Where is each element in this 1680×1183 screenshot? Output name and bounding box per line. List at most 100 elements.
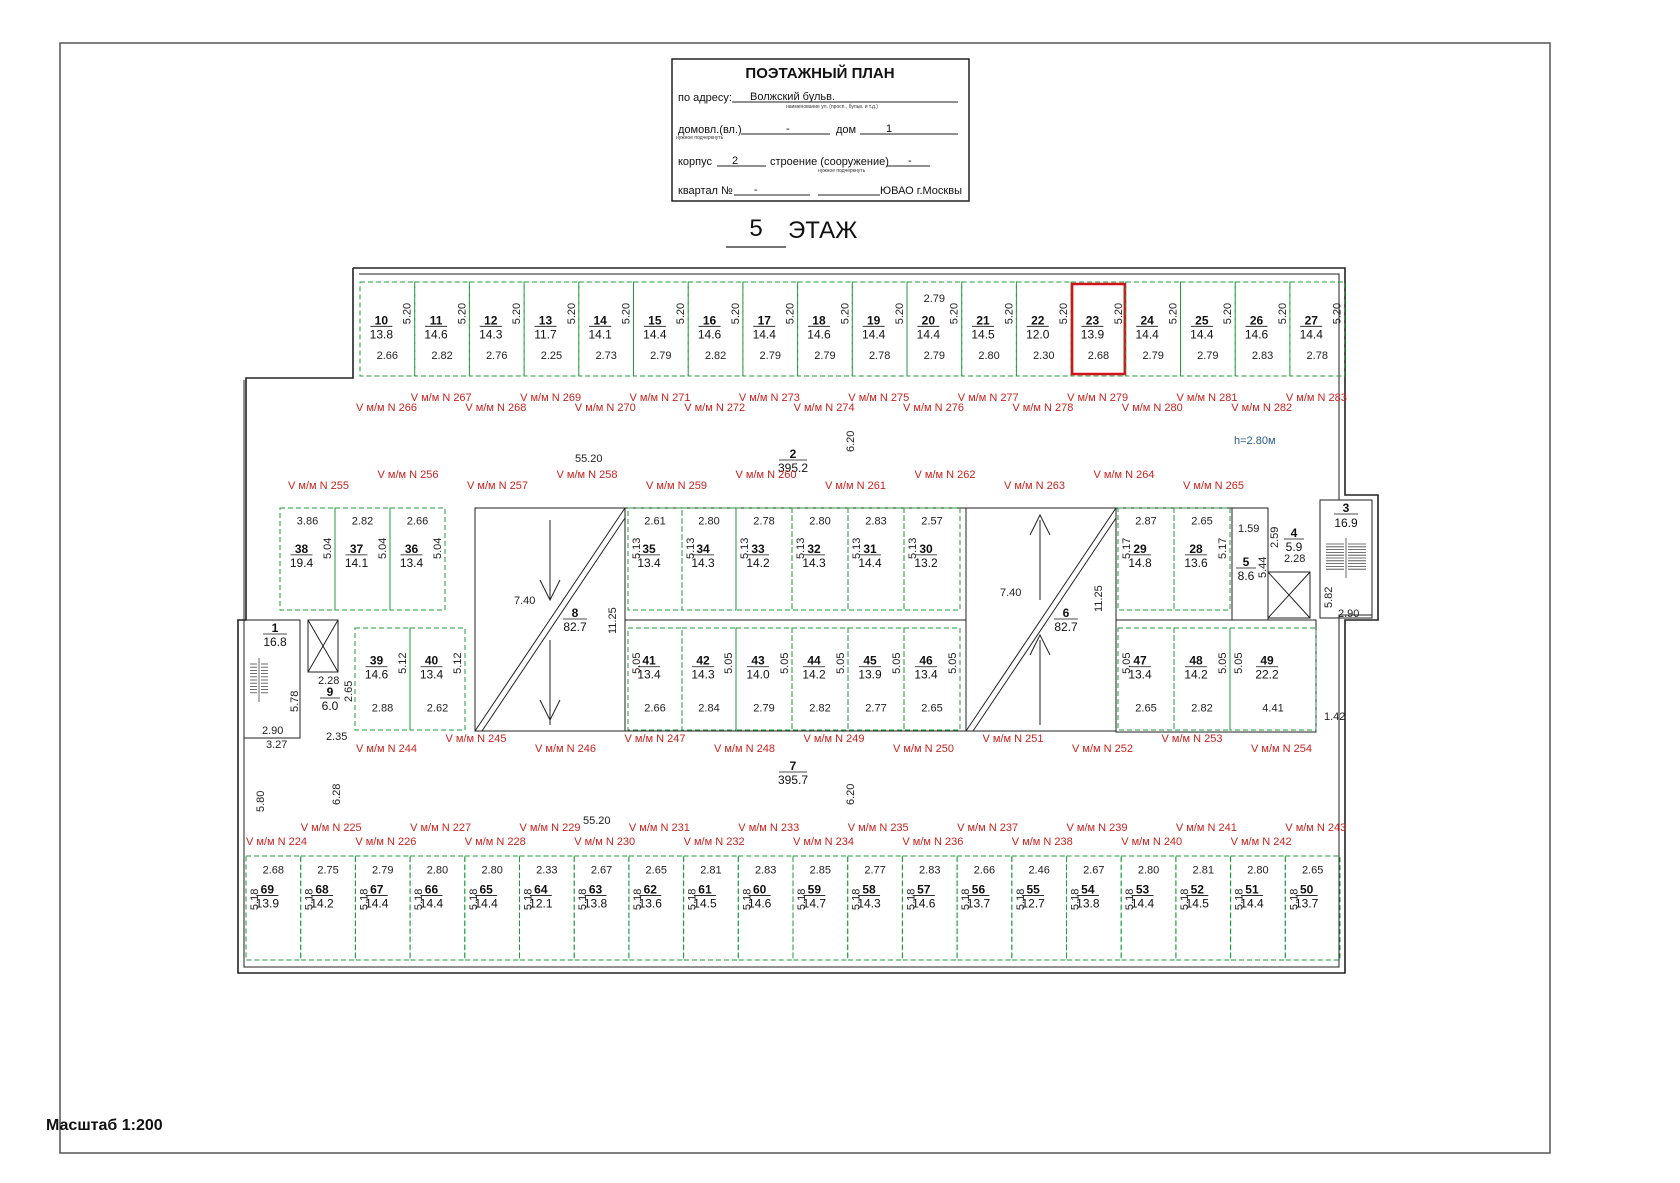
space-area: 13.6: [639, 896, 663, 910]
space-depth: 5.18: [358, 889, 370, 910]
stair-right: [1319, 499, 1373, 619]
space-width: 2.82: [1191, 703, 1212, 715]
space-depth: 5.18: [960, 889, 972, 910]
parking-label: V м/м N 235: [848, 822, 909, 834]
space-area: 14.6: [698, 327, 722, 341]
space-area: 22.2: [1255, 668, 1279, 682]
space-number: 55: [1026, 882, 1040, 896]
room-9-number: 9: [327, 685, 334, 699]
drive-upper: 55.20 2 395.2 6.20 h=2.80м: [575, 431, 1276, 475]
space-depth: 5.18: [1288, 889, 1300, 910]
space-width: 2.88: [372, 703, 393, 715]
parking-label: V м/м N 260: [736, 469, 797, 481]
space-width: 2.65: [1302, 865, 1323, 877]
space-number: 48: [1189, 654, 1203, 668]
space-number: 63: [589, 882, 603, 896]
space-number: 49: [1260, 654, 1274, 668]
space-width: 2.82: [431, 350, 452, 362]
drive-lower: 7 395.7 6.20 55.20: [583, 759, 857, 827]
parking-label: V м/м N 258: [557, 469, 618, 481]
room-9-dim-door: 2.35: [326, 731, 347, 743]
parking-label: V м/м N 278: [1012, 402, 1073, 414]
space-area: 14.4: [1131, 896, 1155, 910]
space-number: 65: [479, 882, 493, 896]
space-depth: 5.18: [1070, 889, 1082, 910]
space-depth: 5.20: [785, 303, 797, 324]
space-width: 2.62: [427, 703, 448, 715]
room-3-dim-width: 2.90: [1338, 608, 1359, 620]
space-depth: 5.20: [456, 303, 468, 324]
space-width: 2.83: [865, 515, 886, 527]
space-width: 2.65: [1135, 703, 1156, 715]
space-depth: 5.18: [304, 889, 316, 910]
space-width: 2.66: [407, 515, 428, 527]
parking-label: V м/м N 227: [410, 822, 471, 834]
parking-label: V м/м N 249: [804, 733, 865, 745]
space-number: 20: [922, 313, 936, 327]
space-area: 13.4: [1128, 668, 1152, 682]
space-width: 2.46: [1028, 865, 1049, 877]
parking-label: V м/м N 257: [467, 480, 528, 492]
elevator-right-icon: [1267, 571, 1311, 619]
space-area: 13.9: [256, 896, 280, 910]
space-width: 2.33: [536, 865, 557, 877]
space-depth: 5.20: [1113, 303, 1125, 324]
space-depth: 5.05: [1233, 652, 1245, 673]
parking-label: V м/м N 236: [902, 836, 963, 848]
room-3: 3 16.9 5.82 2.90: [1323, 501, 1359, 620]
space-area: 14.5: [693, 896, 717, 910]
space-number: 22: [1031, 313, 1045, 327]
room-5-dim-width: 1.59: [1238, 523, 1259, 535]
space-area: 13.9: [1081, 327, 1105, 341]
stamp-title: ПОЭТАЖНЫЙ ПЛАН: [745, 64, 894, 82]
space-area: 14.6: [807, 327, 831, 341]
space-depth: 5.05: [631, 652, 643, 673]
room-9-dim-width: 2.28: [318, 675, 339, 687]
space-depth: 5.18: [249, 889, 261, 910]
stamp-dom-value: 1: [886, 123, 892, 135]
space-depth: 5.05: [891, 652, 903, 673]
space-depth: 5.05: [779, 652, 791, 673]
parking-label: V м/м N 237: [957, 822, 1018, 834]
parking-label: V м/м N 263: [1004, 480, 1065, 492]
parking-label: V м/м N 241: [1176, 822, 1237, 834]
parking-label: V м/м N 245: [446, 733, 507, 745]
space-area: 14.7: [803, 896, 827, 910]
space-depth: 5.18: [577, 889, 589, 910]
space-area: 14.4: [474, 896, 498, 910]
parking-label: V м/м N 239: [1067, 822, 1128, 834]
space-area: 13.8: [1076, 896, 1100, 910]
space-depth: 5.20: [402, 303, 414, 324]
space-area: 14.3: [479, 327, 503, 341]
stamp-stroenie-value: -: [908, 155, 912, 167]
parking-label: V м/м N 282: [1231, 402, 1292, 414]
stamp-domovl-label: домовл.(вл.): [678, 124, 742, 136]
space-number: 17: [758, 313, 772, 327]
space-number: 53: [1136, 882, 1150, 896]
stamp-kvartal-label: квартал №: [678, 185, 733, 197]
elevator-left-icon: [307, 619, 339, 673]
space-number: 36: [405, 542, 419, 556]
space-width: 3.86: [297, 515, 318, 527]
space-depth: 5.05: [723, 652, 735, 673]
space-depth: 5.05: [947, 652, 959, 673]
space-area: 12.7: [1021, 896, 1045, 910]
space-number: 59: [808, 882, 822, 896]
space-width: 2.85: [810, 865, 831, 877]
space-area: 12.1: [529, 896, 553, 910]
floor-number: 5: [749, 215, 762, 242]
title-stamp: ПОЭТАЖНЫЙ ПЛАН по адресу: Волжский бульв…: [671, 58, 970, 202]
space-width: 2.67: [591, 865, 612, 877]
space-width: 2.66: [974, 865, 995, 877]
